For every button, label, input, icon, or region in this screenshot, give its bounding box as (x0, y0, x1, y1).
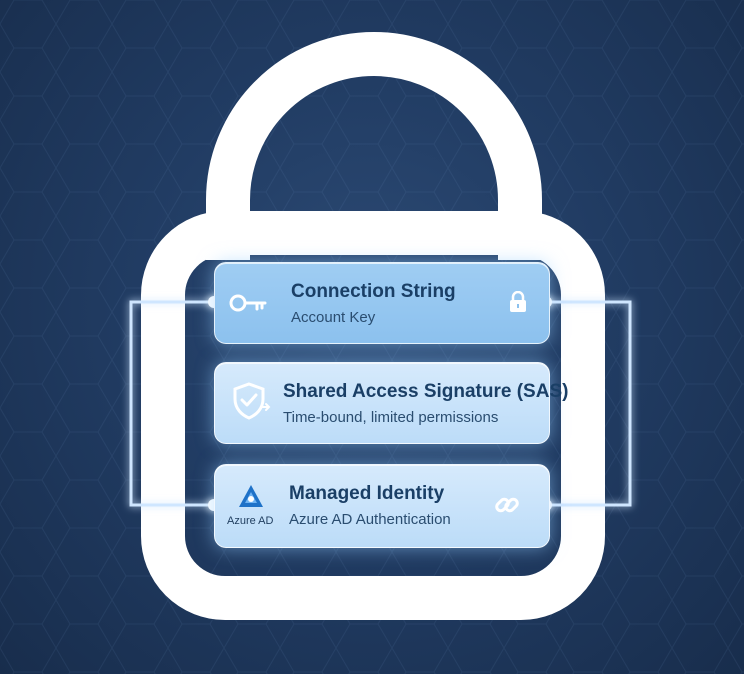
method-subtitle: Azure AD Authentication (289, 511, 451, 528)
key-icon (229, 294, 267, 312)
padlock-shackle (206, 32, 542, 260)
padlock-icon (510, 291, 526, 312)
method-card-sas: Shared Access Signature (SAS) Time-bound… (214, 362, 568, 444)
padlock-body (141, 211, 605, 620)
azure-ad-icon (239, 485, 263, 507)
method-title: Managed Identity (289, 483, 445, 504)
azure-ad-label: Azure AD (227, 515, 274, 527)
method-title: Shared Access Signature (SAS) (283, 381, 569, 402)
method-subtitle: Time-bound, limited permissions (283, 409, 499, 426)
method-title: Connection String (291, 281, 456, 302)
link-icon (495, 497, 519, 513)
method-subtitle: Account Key (291, 309, 376, 326)
connector-lines (129, 300, 632, 507)
shield-check-icon (233, 382, 271, 420)
method-card-managed-identity: Azure AD Managed Identity Azure AD Authe… (214, 464, 550, 548)
method-card-connection-string: Connection String Account Key (214, 262, 550, 344)
